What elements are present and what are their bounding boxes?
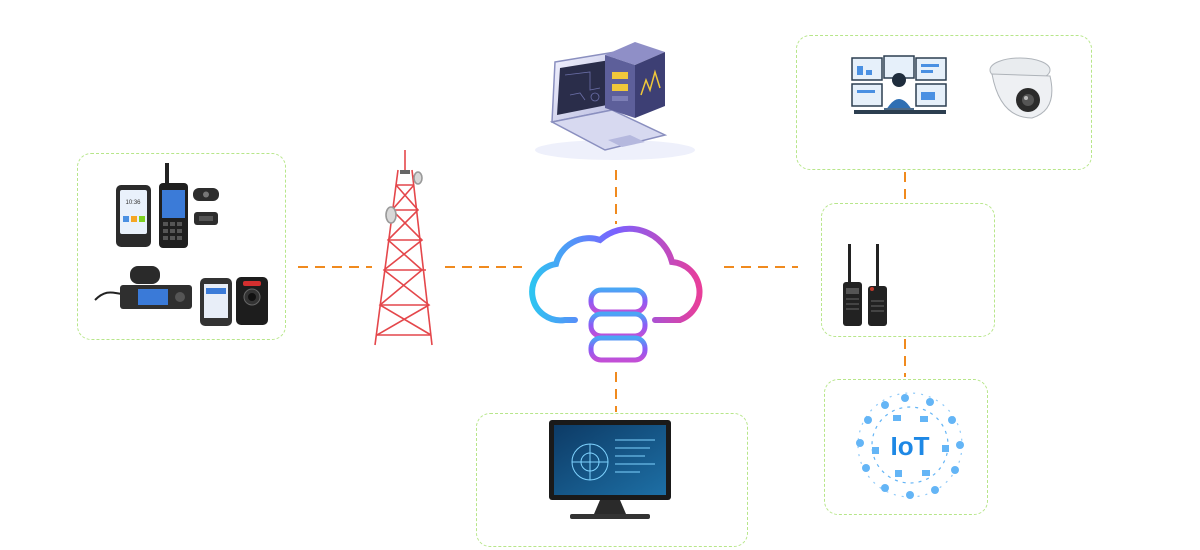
- svg-text:10:36: 10:36: [125, 200, 141, 206]
- dispatch-monitoring-group: [796, 35, 1092, 170]
- iot-group: [824, 379, 988, 515]
- laptop-server-icon: [535, 42, 695, 160]
- walkie-talkies-group: [821, 203, 995, 337]
- handheld-terminals-icon: 10:36: [94, 163, 268, 326]
- cloud-database-icon: [529, 225, 703, 363]
- iot-label: IoT: [891, 431, 930, 461]
- terminal-devices-group: [77, 153, 286, 340]
- two-way-radios-icon: [843, 244, 887, 326]
- dome-camera-icon: [989, 57, 1053, 119]
- connectors: [298, 170, 906, 412]
- desktop-monitor-group: [476, 413, 748, 547]
- dispatch-operator-icon: [851, 55, 947, 114]
- dispatch-console-monitor-icon: [549, 420, 671, 519]
- iot-cluster-icon: [856, 392, 964, 499]
- cell-tower-icon: [374, 150, 433, 346]
